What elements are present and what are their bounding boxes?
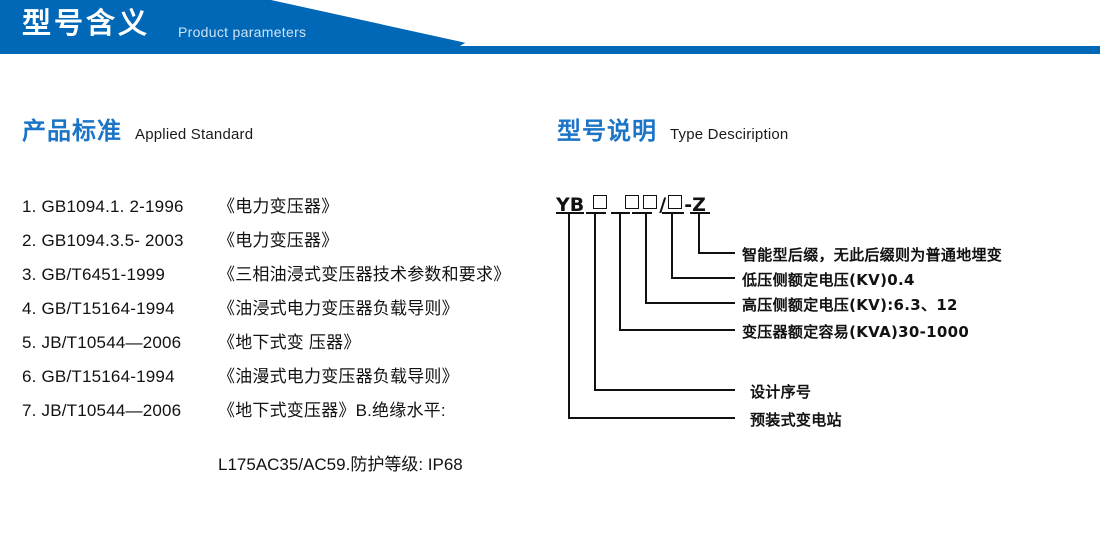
- standard-code: 1. GB1094.1. 2-1996: [22, 197, 184, 216]
- leader-line-prefab-substation: [568, 213, 735, 419]
- type-code-box-2: [625, 195, 640, 209]
- type-code-box-1: [593, 195, 608, 209]
- section-heading-applied-standard: 产品标准 Applied Standard: [22, 118, 253, 144]
- leader-line-hv-rated-voltage: [645, 213, 735, 304]
- standard-code: 7. JB/T10544—2006: [22, 401, 182, 420]
- type-label-prefab-substation: 预装式变电站: [750, 411, 842, 429]
- standard-row: 1. GB1094.1. 2-1996 《电力变压器》: [22, 192, 542, 226]
- standard-code: 4. GB/T15164-1994: [22, 299, 175, 318]
- standard-code: 2. GB1094.3.5- 2003: [22, 231, 184, 250]
- standard-code: 5. JB/T10544—2006: [22, 333, 182, 352]
- standard-row: 5. JB/T10544—2006 《地下式变 压器》: [22, 328, 542, 362]
- type-label-rated-capacity: 变压器额定容易(KVA)30-1000: [742, 323, 970, 341]
- standard-name: 《三相油浸式变压器技术参数和要求》: [218, 265, 511, 284]
- section-heading-type-description: 型号说明 Type Desciription: [557, 118, 788, 144]
- type-code-prefix: YB: [556, 194, 585, 216]
- header-underline-bar: [0, 46, 1100, 54]
- header-title-en: Product parameters: [178, 24, 307, 40]
- type-label-design-serial-number: 设计序号: [750, 383, 812, 401]
- type-code-suffix: Z: [692, 194, 706, 216]
- type-label-hv-rated-voltage: 高压侧额定电压(KV):6.3、12: [742, 296, 958, 314]
- leader-line-design-serial-number: [594, 213, 735, 391]
- type-code-box-3: [643, 195, 658, 209]
- section-heading-applied-standard-cn: 产品标准: [22, 117, 122, 145]
- standard-name: 《油浸式电力变压器负载导则》: [218, 299, 459, 318]
- standard-row: 3. GB/T6451-1999 《三相油浸式变压器技术参数和要求》: [22, 260, 542, 294]
- standard-row: 2. GB1094.3.5- 2003 《电力变压器》: [22, 226, 542, 260]
- section-heading-type-description-en: Type Desciription: [670, 126, 789, 143]
- standards-continuation-line: L175AC35/AC59.防护等级: IP68: [218, 455, 463, 474]
- type-code-box-4: [668, 195, 683, 209]
- standard-row: 7. JB/T10544—2006 《地下式变压器》B.绝缘水平:: [22, 396, 542, 430]
- standard-name: 《电力变压器》: [218, 231, 339, 250]
- type-label-intelligent-suffix: 智能型后缀，无此后缀则为普通地埋变: [742, 246, 1003, 264]
- standard-name: 《油漫式电力变压器负载导则》: [218, 367, 459, 386]
- section-heading-applied-standard-en: Applied Standard: [135, 126, 254, 143]
- standard-row: 6. GB/T15164-1994 《油漫式电力变压器负载导则》: [22, 362, 542, 396]
- standards-list: 1. GB1094.1. 2-1996《电力变压器》2. GB1094.3.5-…: [22, 192, 542, 430]
- header-title-cn: 型号含义: [22, 6, 151, 40]
- leader-line-rated-capacity: [619, 213, 735, 331]
- standard-name: 《地下式变 压器》: [218, 333, 361, 352]
- standard-name: 《地下式变压器》B.绝缘水平:: [218, 401, 446, 420]
- standard-row: 4. GB/T15164-1994 《油浸式电力变压器负载导则》: [22, 294, 542, 328]
- leader-line-intelligent-suffix: [698, 213, 735, 254]
- page-header: 型号含义 Product parameters: [0, 0, 1100, 54]
- leader-line-lv-rated-voltage: [671, 213, 735, 279]
- standard-code: 3. GB/T6451-1999: [22, 265, 166, 284]
- section-heading-type-description-cn: 型号说明: [557, 117, 657, 145]
- type-code-dash: -: [684, 194, 693, 216]
- type-code-separator: /: [659, 194, 667, 216]
- type-label-lv-rated-voltage: 低压侧额定电压(KV)0.4: [742, 271, 915, 289]
- standard-name: 《电力变压器》: [218, 197, 339, 216]
- type-code-string: YB /-Z: [556, 194, 706, 216]
- standard-code: 6. GB/T15164-1994: [22, 367, 175, 386]
